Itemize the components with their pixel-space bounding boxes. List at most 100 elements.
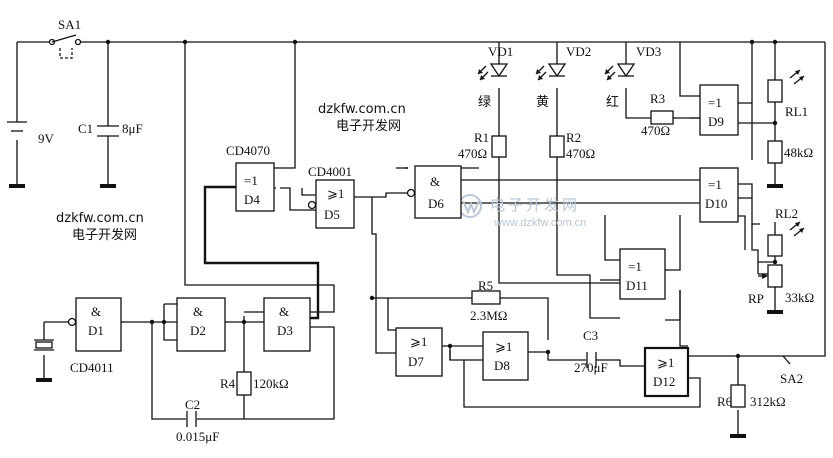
led-vd2: VD2 黄	[535, 44, 591, 109]
c1-value: 8μF	[122, 121, 143, 136]
gate-d7-name: D7	[408, 354, 424, 369]
gate-d4: =1 D4	[235, 162, 275, 212]
rl2-name: RL2	[775, 206, 798, 221]
gate-d8-name: D8	[494, 358, 510, 373]
r5-value: 2.3MΩ	[470, 308, 507, 323]
capacitor-c3: C3 270μF	[574, 328, 608, 375]
c1-name: C1	[78, 121, 93, 136]
r4-name: R4	[220, 376, 236, 391]
c2-value: 0.015μF	[176, 429, 219, 444]
gate-d3: & D3	[263, 297, 311, 352]
gate-d1-symbol: &	[91, 304, 101, 319]
gate-d8-symbol: ⩾1	[495, 339, 512, 354]
rp-name: RP	[748, 291, 764, 306]
r2-name: R2	[566, 130, 581, 145]
capacitor-c1: C1 8μF	[78, 121, 143, 188]
sa2-label: SA2	[780, 371, 803, 386]
c3-value: 270μF	[574, 360, 608, 375]
gate-d9-symbol: =1	[708, 95, 722, 110]
watermark-cn-2: 电子开发网	[72, 227, 137, 243]
gate-d9: =1 D9	[699, 84, 739, 136]
vd1-color: 绿	[478, 94, 491, 109]
gate-d2-symbol: &	[193, 304, 203, 319]
r1-value: 470Ω	[458, 146, 487, 161]
switch-sa2: SA2	[780, 355, 803, 386]
chip-cd4011-label: CD4011	[70, 360, 114, 375]
r5-name: R5	[478, 278, 493, 293]
vd3-name: VD3	[636, 44, 661, 59]
vd3-color: 红	[606, 94, 619, 109]
gate-d9-name: D9	[708, 114, 724, 129]
r3-name: R3	[650, 91, 665, 106]
r2-value: 470Ω	[566, 146, 595, 161]
gate-d7: ⩾1 D7	[395, 327, 443, 377]
gate-d12-name: D12	[653, 374, 675, 389]
r1-name: R1	[474, 130, 489, 145]
r6-name: R6	[717, 394, 733, 409]
watermark-cn-1: 电子开发网	[336, 118, 401, 134]
resistor-r6: R6 312kΩ	[717, 384, 786, 438]
rl1-fixed-value: 48kΩ	[784, 145, 813, 160]
gate-d2-name: D2	[190, 323, 206, 338]
gate-d8: ⩾1 D8	[482, 331, 529, 381]
gate-d5-symbol: ⩾1	[327, 186, 344, 201]
gate-d12: ⩾1 D12	[643, 346, 690, 398]
gate-d5: ⩾1 D5	[307, 179, 355, 229]
gate-d11: =1 D11	[619, 248, 666, 300]
chip-cd4070-label: CD4070	[226, 143, 270, 158]
rp-value: 33kΩ	[785, 290, 814, 305]
gate-d7-symbol: ⩾1	[410, 334, 427, 349]
led-vd3: VD3 红	[604, 44, 661, 109]
resistor-r1: R1 470Ω	[458, 130, 507, 161]
potentiometer-rp: RP 33kΩ	[748, 264, 814, 314]
gate-d11-name: D11	[626, 278, 648, 293]
resistor-r4: R4 120kΩ	[220, 371, 289, 396]
photoresistor-rl2: RL2	[767, 206, 805, 257]
resistor-48k: 48kΩ	[767, 140, 813, 188]
led-vd1: VD1 绿	[477, 44, 513, 109]
gate-d10-symbol: =1	[708, 177, 722, 192]
gate-d10: =1 D10	[699, 167, 739, 223]
sa1-label: SA1	[58, 17, 81, 32]
gate-d6-symbol: &	[430, 174, 440, 189]
vd2-name: VD2	[566, 44, 591, 59]
crystal	[34, 339, 54, 382]
gate-d6: & D6	[406, 165, 462, 219]
gate-d4-name: D4	[244, 192, 260, 207]
gate-d11-symbol: =1	[628, 259, 642, 274]
gate-d3-name: D3	[277, 323, 293, 338]
r3-value: 470Ω	[641, 123, 670, 138]
watermark-logo-text: 电子开发网	[490, 196, 580, 214]
gate-d1: & D1	[67, 297, 122, 352]
gate-d4-symbol: =1	[244, 173, 258, 188]
gate-d12-symbol: ⩾1	[657, 355, 674, 370]
battery-label: 9V	[38, 131, 55, 146]
resistor-r5: R5 2.3MΩ	[470, 278, 507, 323]
resistor-r2: R2 470Ω	[549, 130, 595, 161]
gate-d5-name: D5	[324, 207, 340, 222]
rl1-name: RL1	[785, 104, 808, 119]
r4-value: 120kΩ	[253, 376, 289, 391]
watermark-url-1: dzkfw.com.cn	[318, 102, 406, 117]
gate-d2: & D2	[176, 297, 226, 352]
gate-d3-symbol: &	[279, 304, 289, 319]
resistor-r3: R3 470Ω	[641, 91, 674, 138]
watermark-url-2: dzkfw.com.cn	[56, 211, 144, 226]
junctions	[105, 39, 778, 359]
vd2-color: 黄	[536, 94, 549, 109]
photoresistor-rl1: RL1	[767, 69, 808, 119]
battery: 9V	[7, 121, 55, 188]
vd1-name: VD1	[488, 44, 513, 59]
c3-name: C3	[583, 328, 598, 343]
gate-d6-name: D6	[428, 196, 444, 211]
gate-d1-name: D1	[88, 323, 104, 338]
chip-cd4001-label: CD4001	[308, 164, 352, 179]
switch-sa1: SA1	[48, 17, 82, 59]
capacitor-c2: C2 0.015μF	[176, 397, 219, 444]
gate-d10-name: D10	[705, 196, 727, 211]
watermark-logo-url: www.dzkfw.com.cn	[493, 217, 586, 229]
r6-value: 312kΩ	[750, 394, 786, 409]
watermark-logo: 电子开发网 www.dzkfw.com.cn	[458, 194, 586, 229]
c2-name: C2	[185, 397, 200, 412]
